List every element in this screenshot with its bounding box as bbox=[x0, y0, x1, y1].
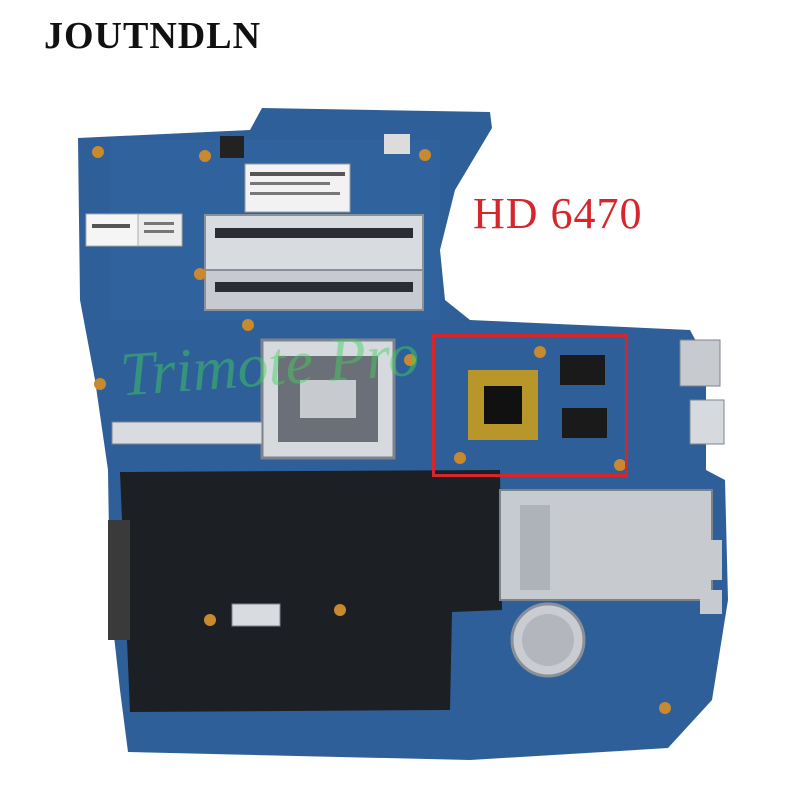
ram-slots bbox=[204, 163, 424, 311]
ports-right bbox=[679, 339, 725, 614]
shield-edge bbox=[108, 520, 130, 640]
black-shield bbox=[120, 470, 502, 712]
gpu-highlight-box bbox=[432, 334, 628, 477]
cpu-socket-icon bbox=[260, 338, 396, 460]
gpu-model-label: HD 6470 bbox=[473, 189, 643, 238]
mounting-holes bbox=[92, 146, 671, 714]
small-connectors bbox=[111, 134, 410, 627]
coin-battery-icon bbox=[510, 602, 586, 678]
gpu-chip-icon bbox=[468, 355, 607, 440]
sticker-left bbox=[85, 213, 183, 247]
brand-name: JOUTNDLN bbox=[44, 15, 262, 57]
card-reader bbox=[499, 489, 713, 601]
